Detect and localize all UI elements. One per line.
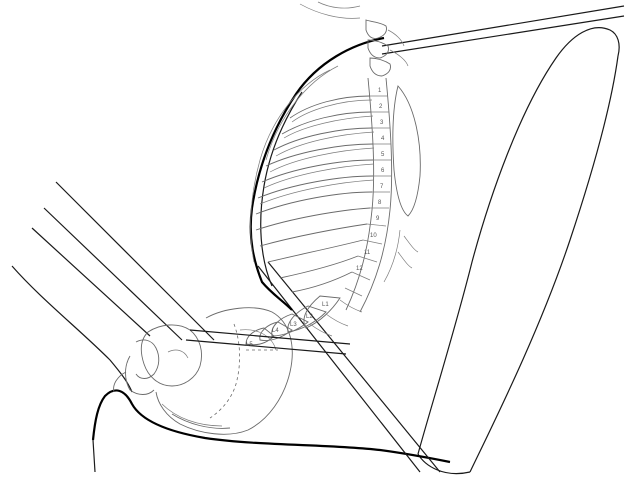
label-l2: L2 [306,314,313,320]
label-t9: 9 [376,216,380,222]
seat-base [93,390,450,472]
rib-cage-envelope [251,66,418,282]
label-l3: L3 [290,322,297,328]
lumbar-spine [246,296,362,345]
label-t1: 1 [378,88,382,94]
vertebra-labels: 1 2 3 4 5 6 7 8 9 10 11 12 L1 L2 L3 L4 L… [246,88,385,348]
label-l4: L4 [272,328,279,334]
seat-backrest [418,28,619,474]
label-l1: L1 [322,302,329,308]
label-t6: 6 [381,168,385,174]
femur [114,356,154,395]
label-t2: 2 [379,104,383,110]
label-t10: 10 [370,233,377,239]
label-t7: 7 [380,184,384,190]
cervical-spine [366,20,408,76]
label-t11: 11 [364,250,371,256]
diagonal-belt-strap [258,262,440,472]
label-t5: 5 [381,152,385,158]
label-t8: 8 [378,200,382,206]
neck-outline [300,2,360,18]
label-t12: 12 [356,266,363,272]
scapula [393,86,420,216]
label-l5: L5 [246,342,253,348]
label-t4: 4 [381,136,385,142]
rib-cage [256,96,374,292]
pelvis [136,308,292,435]
label-t3: 3 [380,120,384,126]
thigh-lines [12,182,214,392]
